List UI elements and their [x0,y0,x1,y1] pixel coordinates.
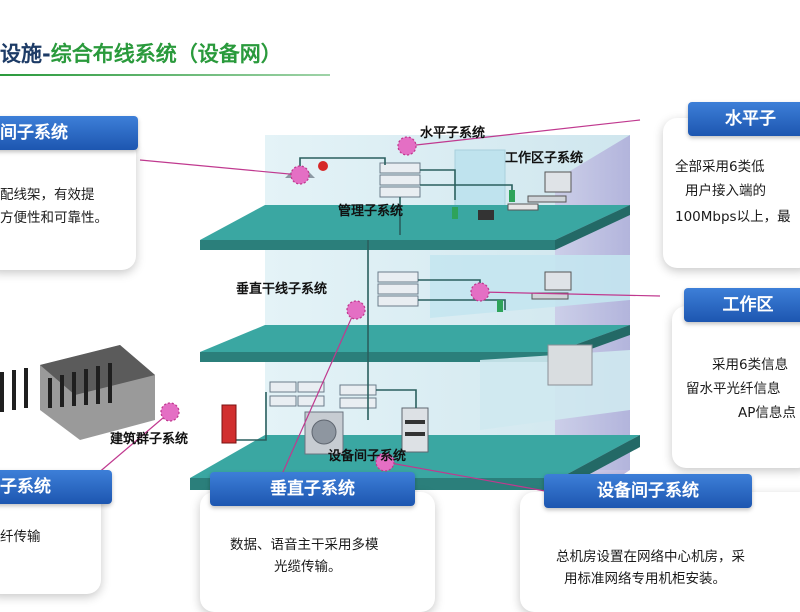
label-vertical-trunk-subsystem: 垂直干线子系统 [236,282,328,297]
card-left-top-heading: 间子系统 [0,116,138,150]
server-fan [311,419,337,445]
card-right-mid-line-1: 采用6类信息 [712,357,789,373]
door [547,344,593,386]
computer-top [507,171,572,211]
floor-mid [200,325,630,362]
equipment-rack [401,407,429,453]
card-bottom-right-line-1: 总机房设置在网络中心机房，采 [556,549,745,565]
title-underline [0,74,330,76]
computer-mid [531,271,572,300]
mid-wall [430,255,630,318]
title-part-1: 设施- [0,42,51,66]
patch-panel-mid [377,271,419,307]
patch-panel-top [379,162,421,198]
card-bottom-right-heading: 设备间子系统 [544,474,752,508]
phone-top [478,210,494,220]
card-right-mid-line-3: AP信息点 [738,405,796,421]
card-left-top-line-1: 配线架，有效提 [0,187,95,203]
card-bottom-mid-line-2: 光缆传输。 [274,559,342,575]
card-left-bottom-heading: 子系统 [0,470,112,504]
card-bottom-right-line-2: 用标准网络专用机柜安装。 [564,571,726,587]
floor-top [200,205,630,250]
campus-building [0,345,155,440]
card-left-top-line-2: 方便性和可靠性。 [0,210,108,226]
card-left-bottom-line-1: 纤传输 [0,529,41,545]
label-equipment-room-subsystem: 设备间子系统 [328,449,407,464]
card-right-mid-line-2: 留水平光纤信息 [686,381,781,397]
label-management-subsystem: 管理子系统 [338,204,404,219]
green-outlets [452,190,515,312]
card-right-top-line-3: 100Mbps以上，最 [675,209,791,225]
card-right-mid-heading: 工作区 [684,288,800,322]
label-campus-subsystem: 建筑群子系统 [110,432,189,447]
card-bottom-right: 总机房设置在网络中心机房，采 用标准网络专用机柜安装。 [520,492,800,612]
card-bottom-mid-line-1: 数据、语音主干采用多模 [230,537,379,553]
page-title: 设施-综合布线系统（设备网） [0,38,282,68]
fiber-box [221,404,237,444]
highlight-markers [160,136,490,472]
card-right-mid: 采用6类信息 留水平光纤信息 AP信息点 [672,306,800,468]
card-left-top: 配线架，有效提 方便性和可靠性。 [0,140,136,270]
card-bottom-mid: 数据、语音主干采用多模 光缆传输。 [200,492,435,612]
title-part-2: 综合布线系统（设备网） [50,42,282,66]
card-right-top-heading: 水平子 [688,102,800,136]
card-right-top-line-2: 用户接入端的 [685,183,766,199]
alarm-indicator [318,161,328,171]
label-work-area-subsystem: 工作区子系统 [505,151,584,166]
card-right-top-line-1: 全部采用6类低 [675,159,765,175]
card-right-top: 全部采用6类低 用户接入端的 100Mbps以上，最 [663,118,800,268]
card-bottom-mid-heading: 垂直子系统 [210,472,415,506]
label-horizontal-subsystem: 水平子系统 [420,126,486,141]
